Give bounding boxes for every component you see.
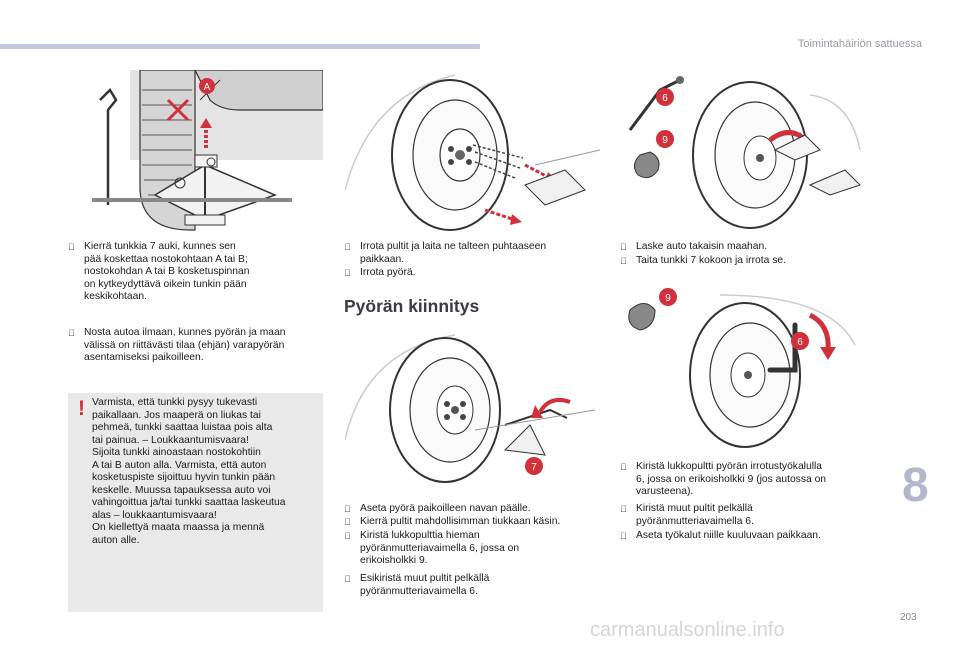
- wheel-fit-illustration: 7: [344, 330, 600, 490]
- text-line: Esikiristä muut pultit pelkällä: [360, 573, 490, 584]
- col1-bullet-2:  Nosta autoa ilmaan, kunnes pyörän ja m…: [68, 327, 330, 365]
- warning-line: keskelle. Muussa tapauksessa auto voi: [92, 484, 271, 496]
- col3-bullet-2:  Taita tunkki 7 kokoon ja irrota se.: [620, 255, 882, 268]
- square-bullet-icon: : [68, 241, 75, 254]
- warning-line: auton alle.: [92, 534, 140, 546]
- square-bullet-icon: : [68, 327, 75, 340]
- wheel-lower-illustration: 6 9: [620, 70, 877, 232]
- label-9-badge: [656, 130, 674, 148]
- text-line: 6, jossa on erikoisholkki 9 (jos autossa…: [636, 473, 827, 485]
- square-bullet-icon: : [620, 530, 627, 543]
- col3-bullet-1:  Laske auto takaisin maahan.: [620, 241, 882, 254]
- text-line: erikoisholkki 9.: [360, 555, 428, 567]
- col2-bullet-4:  Kierrä pultit mahdollisimman tiukkaan …: [344, 516, 606, 529]
- col2-bullet-6:  Esikiristä muut pultit pelkällä pyörän…: [344, 573, 606, 598]
- text-line: paikkaan.: [360, 253, 405, 265]
- warning-line: kosketuspiste sijoittuu hyvin tunkin pää…: [92, 472, 276, 483]
- col2-bullet-5:  Kiristä lukkopulttia hieman pyöränmutt…: [344, 530, 606, 568]
- chapter-number: 8: [902, 459, 929, 512]
- label-6-text-lower: 6: [797, 337, 803, 348]
- col3-bullet-4:  Kiristä muut pultit pelkällä pyöränmut…: [620, 503, 882, 528]
- text-line: Nosta autoa ilmaan, kunnes pyörän ja maa…: [84, 327, 286, 338]
- text-line: on kytkeydyttävä oikein tunkin pään: [84, 278, 247, 290]
- wheel-removal-illustration: [344, 70, 601, 232]
- text-line: Irrota pyörä.: [360, 267, 416, 278]
- square-bullet-icon: : [620, 503, 627, 516]
- warning-text: Varmista, että tunkki pysyy tukevasti pa…: [92, 397, 317, 547]
- col3-bullet-5:  Aseta työkalut niille kuuluvaan paikka…: [620, 530, 882, 543]
- warning-line: A tai B auton alla. Varmista, että auton: [92, 459, 267, 471]
- text-line: Irrota pultit ja laita ne talteen puhtaa…: [360, 241, 547, 252]
- jack-illustration: A: [70, 69, 324, 232]
- wheel-tighten-illustration: 9 6: [620, 285, 877, 450]
- warning-line: alas – loukkaantumisvaara!: [92, 509, 217, 521]
- text-line: Aseta työkalut niille kuuluvaan paikkaan…: [636, 530, 821, 541]
- text-line: Laske auto takaisin maahan.: [636, 241, 768, 252]
- warning-line: tai painua. – Loukkaantumisvaara!: [92, 434, 249, 446]
- square-bullet-icon: : [344, 267, 351, 280]
- text-line: pyöränmutteriavaimella 6.: [360, 585, 478, 597]
- col2-bullet-2:  Irrota pyörä.: [344, 267, 606, 280]
- col2-bullet-3:  Aseta pyörä paikoilleen navan päälle.: [344, 503, 606, 516]
- text-line: keskikohtaan.: [84, 291, 147, 303]
- text-line: pyöränmutteriavaimella 6, jossa on: [360, 542, 520, 554]
- warning-panel: ! Varmista, että tunkki pysyy tukevasti …: [68, 393, 323, 612]
- square-bullet-icon: : [344, 573, 351, 586]
- text-line: pyöränmutteriavaimella 6.: [636, 515, 754, 527]
- exclamation-icon: !: [78, 397, 85, 420]
- label-9-text: 9: [662, 135, 668, 146]
- warning-line: pehmeä, tunkki saattaa luistaa pois alta: [92, 422, 273, 433]
- label-9-text-lower: 9: [665, 293, 671, 304]
- warning-line: vahingoittua ja/tai tunkki saattaa laske…: [92, 497, 286, 508]
- label-7-text: 7: [531, 462, 537, 473]
- square-bullet-icon: : [344, 503, 351, 516]
- label-6-badge-lower: [791, 332, 809, 350]
- square-bullet-icon: : [344, 516, 351, 529]
- text-line: Kiristä lukkopulttia hieman: [360, 530, 480, 541]
- label-7-badge: [525, 457, 543, 475]
- text-line: nostokohdan A tai B kosketuspinnan: [84, 266, 250, 278]
- label-9-badge-lower: [659, 288, 677, 306]
- col3-bullet-3:  Kiristä lukkopultti pyörän irrotustyök…: [620, 461, 882, 499]
- header-accent-bar: [0, 44, 480, 49]
- square-bullet-icon: : [620, 241, 627, 254]
- label-a-badge: [199, 78, 215, 94]
- text-line: asentamiseksi paikoilleen.: [84, 352, 204, 364]
- square-bullet-icon: : [344, 241, 351, 254]
- col1-bullet-1:  Kierrä tunkkia 7 auki, kunnes sen pää …: [68, 241, 330, 304]
- text-line: pää koskettaa nostokohtaan A tai B;: [84, 253, 248, 265]
- section-title: Toimintahäiriön sattuessa: [797, 38, 922, 50]
- text-line: Taita tunkki 7 kokoon ja irrota se.: [636, 255, 786, 266]
- warning-line: Varmista, että tunkki pysyy tukevasti: [92, 397, 258, 408]
- col2-bullet-1:  Irrota pultit ja laita ne talteen puht…: [344, 241, 606, 266]
- text-line: Kierrä pultit mahdollisimman tiukkaan kä…: [360, 516, 561, 527]
- text-line: Kiristä muut pultit pelkällä: [636, 503, 753, 514]
- label-a-text: A: [204, 82, 211, 93]
- warning-line: paikallaan. Jos maaperä on liukas tai: [92, 409, 261, 421]
- warning-line: On kiellettyä maata maassa ja mennä: [92, 522, 265, 533]
- text-line: Kierrä tunkkia 7 auki, kunnes sen: [84, 241, 236, 252]
- label-6-text: 6: [662, 93, 668, 104]
- text-line: Kiristä lukkopultti pyörän irrotustyökal…: [636, 461, 822, 472]
- text-line: varusteena).: [636, 486, 694, 498]
- watermark: carmanualsonline.info: [590, 619, 785, 641]
- section-heading: Pyörän kiinnitys: [344, 296, 480, 316]
- square-bullet-icon: : [620, 461, 627, 474]
- warning-line: Sijoita tunkki ainoastaan nostokohtiin: [92, 447, 261, 458]
- text-line: Aseta pyörä paikoilleen navan päälle.: [360, 503, 531, 514]
- page-number: 203: [900, 612, 917, 623]
- label-6-badge: [656, 88, 674, 106]
- text-line: välissä on riittävästi tilaa (ehjän) var…: [84, 339, 285, 351]
- square-bullet-icon: : [344, 530, 351, 543]
- square-bullet-icon: : [620, 255, 627, 268]
